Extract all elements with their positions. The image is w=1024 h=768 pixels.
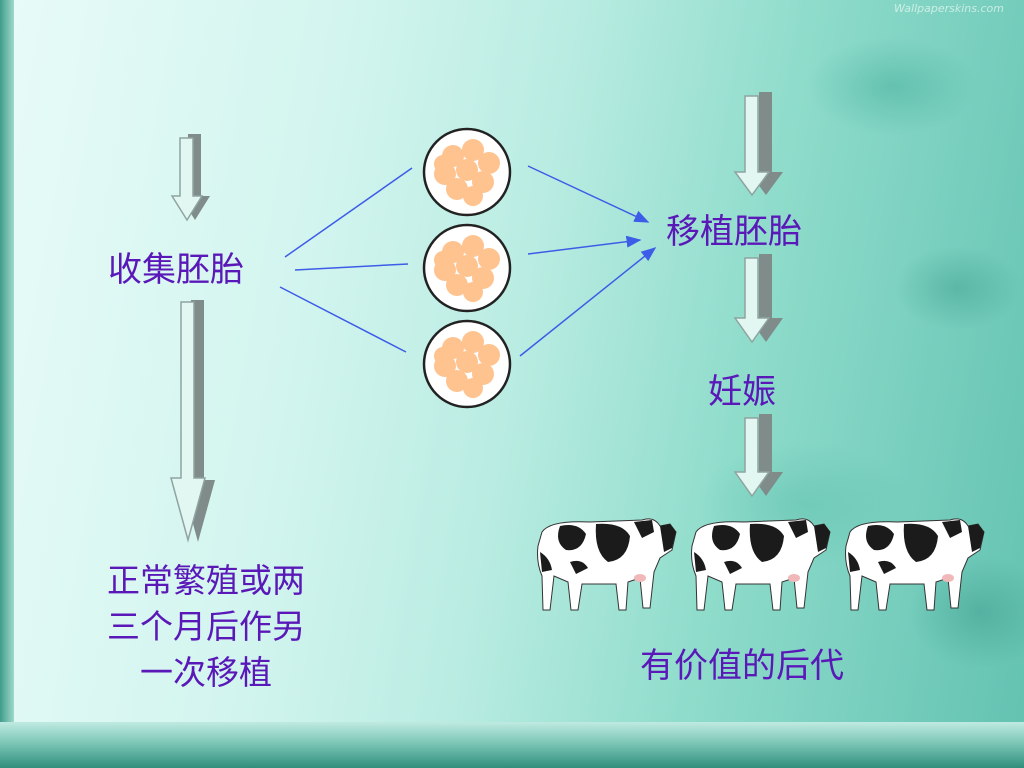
embryo-icon bbox=[422, 127, 512, 217]
down-arrow-icon bbox=[733, 414, 783, 498]
pregnancy-label: 妊娠 bbox=[708, 372, 776, 412]
down-arrow-icon bbox=[170, 300, 215, 543]
down-arrow-icon bbox=[733, 92, 783, 197]
cow-icon bbox=[691, 518, 831, 611]
down-arrow-icon bbox=[170, 134, 210, 222]
embryo-icon bbox=[422, 319, 512, 409]
offspring-label: 有价值的后代 bbox=[640, 646, 844, 686]
donor-note-label: 正常繁殖或两 三个月后作另 一次移植 bbox=[107, 561, 305, 693]
embryo-icon bbox=[422, 223, 512, 313]
connector-lines bbox=[279, 165, 657, 357]
slide-bottom-border bbox=[0, 722, 1024, 768]
slide-left-border bbox=[0, 0, 14, 768]
transfer-embryo-label: 移植胚胎 bbox=[666, 212, 802, 252]
cow-icon bbox=[537, 518, 677, 611]
watermark: Wallpaperskins.com bbox=[894, 2, 1004, 15]
collect-embryo-label: 收集胚胎 bbox=[108, 250, 244, 290]
cow-icon bbox=[845, 518, 985, 611]
down-arrow-icon bbox=[733, 254, 783, 344]
